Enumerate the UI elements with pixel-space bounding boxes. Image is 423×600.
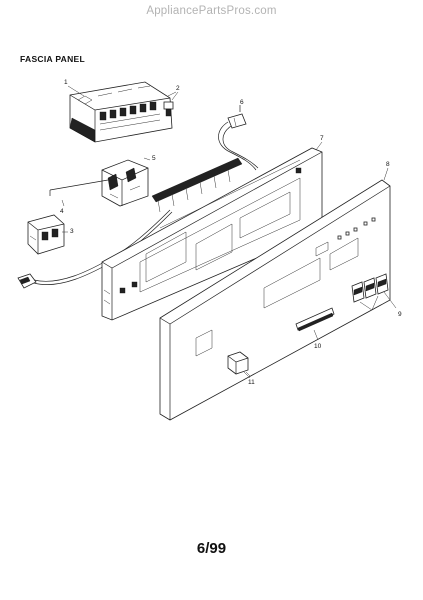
callout-8: 8: [386, 161, 390, 168]
callout-1: 1: [64, 79, 68, 86]
diagram-title: FASCIA PANEL: [20, 54, 85, 64]
callout-9: 9: [398, 311, 402, 318]
callout-4: 4: [60, 208, 64, 215]
part-11-block[interactable]: [227, 351, 251, 379]
part-1-control-module[interactable]: [69, 81, 173, 143]
callout-6: 6: [240, 99, 244, 106]
part-10-handle-strip[interactable]: [295, 307, 335, 341]
part-2-switch[interactable]: [163, 91, 177, 117]
footer-date: 6/99: [196, 540, 227, 557]
callout-2: 2: [176, 85, 180, 92]
part-6-harness-connector[interactable]: [218, 105, 259, 171]
callout-7: 7: [320, 135, 324, 142]
part-4-rod[interactable]: [49, 179, 109, 207]
watermark: AppliancePartsPros.com: [146, 5, 277, 17]
callout-10: 10: [314, 343, 322, 350]
part-7-inner-panel[interactable]: [101, 147, 323, 321]
callout-11: 11: [248, 379, 255, 386]
part-9-button-set[interactable]: [351, 273, 397, 311]
part-3-latch-block[interactable]: [27, 214, 65, 255]
part-5-bracket-assembly[interactable]: [101, 157, 151, 207]
callout-5: 5: [152, 155, 156, 162]
callout-3: 3: [70, 228, 74, 235]
leader-lines: [62, 85, 389, 377]
